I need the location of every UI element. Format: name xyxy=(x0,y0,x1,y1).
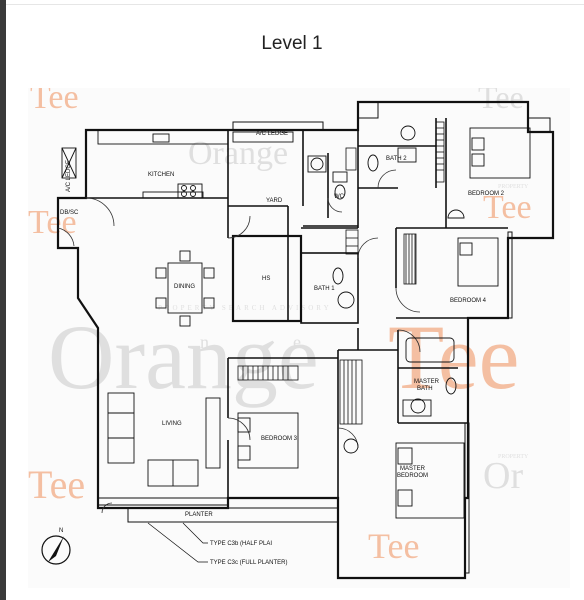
label-ac-ledge-left: A/C LEDGE xyxy=(66,160,72,192)
label-hs: HS xyxy=(262,276,270,282)
watermark-e: e xyxy=(293,332,301,352)
floor-plan-drawing: Tee Tee Tee Orange Tee Orange Tee Tee Or… xyxy=(28,88,555,580)
watermark: Tee Tee Tee Orange Tee Orange Tee Tee Or… xyxy=(28,88,532,566)
furniture xyxy=(107,127,531,519)
door-swings xyxy=(57,169,421,514)
kitchen-fixtures xyxy=(61,129,348,200)
watermark-tee-left: Tee xyxy=(28,204,77,241)
interior-walls xyxy=(86,118,508,498)
watermark-property-right: PROPERTY xyxy=(498,184,529,190)
watermark-property-line: PROPERTY SEARCH ADVISORY xyxy=(158,304,332,312)
label-wc: WC xyxy=(334,194,345,200)
north-arrow-icon: N xyxy=(41,528,71,565)
label-bedroom-4: BEDROOM 4 xyxy=(450,298,487,304)
wardrobe-hatch-b2 xyxy=(436,127,444,171)
label-db-sc: DB/SC xyxy=(60,210,79,216)
type-callouts: TYPE C3b (HALF PLAI TYPE C3c (FULL PLANT… xyxy=(147,522,287,566)
callout-type-c3c: TYPE C3c (FULL PLANTER) xyxy=(210,560,287,566)
floor-plan: Tee Tee Tee Orange Tee Orange Tee Tee Or… xyxy=(28,88,570,588)
window-left-edge xyxy=(0,0,6,600)
label-dining: DINING xyxy=(174,284,195,290)
watermark-orange: Orange xyxy=(48,306,319,408)
label-bath-1: BATH 1 xyxy=(314,286,335,292)
page-title: Level 1 xyxy=(261,33,323,54)
label-ac-ledge-top: A/C LEDGE xyxy=(256,131,288,137)
label-planter: PLANTER xyxy=(185,512,213,518)
callout-type-c3b: TYPE C3b (HALF PLAI xyxy=(210,541,272,547)
label-master-bedroom-2: BEDROOM xyxy=(397,473,428,479)
label-yard: YARD xyxy=(266,198,283,204)
label-master-bath-2: BATH xyxy=(417,386,433,392)
label-living: LIVING xyxy=(162,421,182,427)
label-master-bedroom-1: MASTER xyxy=(400,466,426,472)
watermark-tee-top: Tee xyxy=(30,88,79,116)
watermark-n: n xyxy=(200,332,209,352)
wardrobes xyxy=(237,121,445,425)
label-master-bath-1: MASTER xyxy=(414,379,440,385)
room-labels: A/C LEDGE A/C LEDGE KITCHEN DB/SC YARD W… xyxy=(60,131,505,518)
watermark-tee-bottom-mid: Tee xyxy=(368,526,419,566)
label-bedroom-2: BEDROOM 2 xyxy=(468,191,505,197)
watermark-orange-small: Orange xyxy=(188,135,288,172)
watermark-tee-right: Tee xyxy=(483,189,532,226)
windows xyxy=(97,101,551,574)
watermark-or-bottom-right: Or xyxy=(483,455,523,497)
north-label: N xyxy=(59,528,63,534)
label-kitchen: KITCHEN xyxy=(148,172,174,178)
label-bedroom-3: BEDROOM 3 xyxy=(261,436,298,442)
bathroom-fixtures xyxy=(332,125,457,417)
watermark-tee-bottom: Tee xyxy=(28,462,85,507)
top-divider xyxy=(6,4,584,5)
label-bath-2: BATH 2 xyxy=(386,156,407,162)
watermark-property-right-2: PROPERTY xyxy=(498,454,529,460)
